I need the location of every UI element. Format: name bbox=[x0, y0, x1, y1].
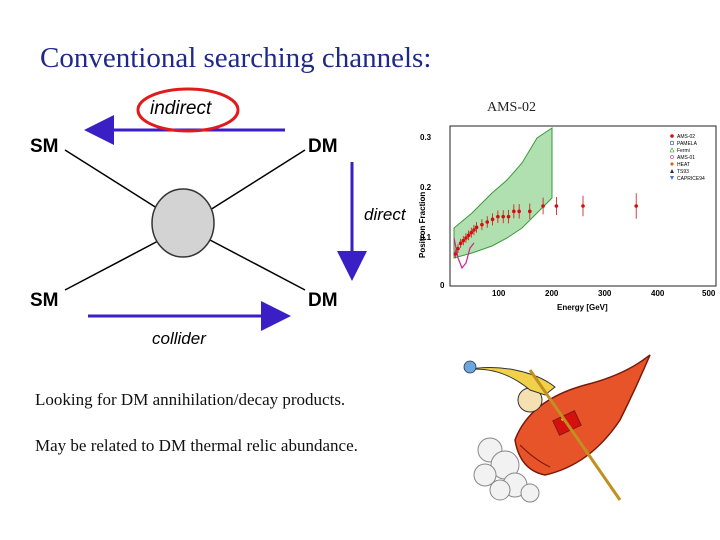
data-point bbox=[517, 209, 521, 214]
rocket-body bbox=[514, 354, 651, 476]
ytick-label: 0.1 bbox=[420, 233, 432, 242]
label-sm-bottom: SM bbox=[30, 290, 59, 311]
legend-item: AMS-01 bbox=[677, 155, 695, 161]
data-point bbox=[472, 228, 476, 232]
data-point bbox=[480, 222, 484, 227]
xtick-label: 100 bbox=[492, 289, 506, 298]
legend-item: CAPRICE94 bbox=[677, 176, 705, 182]
data-point bbox=[554, 204, 559, 208]
bullet-relic-abundance: May be related to DM thermal relic abund… bbox=[35, 436, 358, 455]
data-point bbox=[528, 209, 532, 214]
label-direct: direct bbox=[364, 205, 407, 224]
legend-item: HEAT bbox=[677, 162, 690, 168]
data-point bbox=[581, 204, 585, 208]
label-indirect: indirect bbox=[150, 98, 212, 119]
legend-item: Fermi bbox=[677, 148, 690, 154]
data-point bbox=[512, 209, 516, 214]
data-point bbox=[453, 252, 458, 256]
data-point bbox=[474, 225, 479, 230]
ams-caption: AMS-02 bbox=[487, 100, 537, 115]
legend-item: AMS-02 bbox=[677, 134, 695, 140]
plot-legend: AMS-02 PAMELA Fermi AMS-01 HEAT TS93 CAP… bbox=[669, 134, 705, 182]
bullet-annihilation: Looking for DM annihilation/decay produc… bbox=[35, 390, 346, 409]
leg-top-left bbox=[64, 149, 161, 211]
rocket-cartoon bbox=[463, 354, 651, 503]
positron-fraction-plot: 0.3 0.2 0.1 0 Positron Fraction 100 200 … bbox=[418, 125, 717, 312]
data-point bbox=[496, 214, 500, 219]
data-point bbox=[506, 214, 511, 219]
data-point bbox=[456, 246, 460, 251]
exhaust-clouds bbox=[473, 437, 540, 503]
label-sm-top: SM bbox=[30, 136, 59, 157]
character-body bbox=[464, 367, 556, 396]
data-point bbox=[490, 217, 495, 222]
legend-item: TS93 bbox=[677, 169, 689, 175]
leg-bottom-left bbox=[64, 239, 161, 291]
indirect-highlight-circle bbox=[136, 87, 240, 133]
ytick-label: 0.3 bbox=[420, 133, 432, 142]
y-axis-label: Positron Fraction bbox=[418, 192, 427, 258]
data-point bbox=[466, 233, 471, 238]
data-point bbox=[458, 241, 463, 246]
data-point bbox=[461, 238, 466, 243]
label-dm-top: DM bbox=[308, 136, 338, 157]
data-point bbox=[464, 236, 468, 240]
pamela-series bbox=[453, 237, 475, 270]
dm-channels-diagram: SM DM SM DM indirect direct collider bbox=[30, 87, 407, 348]
data-point bbox=[485, 220, 490, 224]
ams02-points bbox=[453, 193, 638, 259]
label-dm-bottom: DM bbox=[308, 290, 338, 311]
interaction-blob bbox=[151, 188, 215, 258]
xtick-label: 500 bbox=[702, 289, 716, 298]
xtick-label: 300 bbox=[598, 289, 612, 298]
data-point bbox=[501, 214, 505, 219]
label-collider: collider bbox=[152, 329, 207, 348]
staff bbox=[528, 369, 622, 501]
ytick-label: 0.2 bbox=[420, 183, 432, 192]
slide-title: Conventional searching channels: bbox=[40, 42, 432, 74]
xtick-label: 200 bbox=[545, 289, 559, 298]
xtick-label: 400 bbox=[651, 289, 665, 298]
legend-item: PAMELA bbox=[677, 141, 698, 147]
ytick-label: 0 bbox=[440, 281, 445, 290]
data-point bbox=[541, 204, 545, 208]
fermi-band bbox=[453, 127, 553, 259]
data-point bbox=[469, 230, 474, 235]
leg-bottom-right bbox=[209, 239, 306, 291]
data-point bbox=[634, 204, 638, 208]
x-axis-label: Energy [GeV] bbox=[557, 303, 608, 312]
leg-top-right bbox=[209, 149, 306, 211]
